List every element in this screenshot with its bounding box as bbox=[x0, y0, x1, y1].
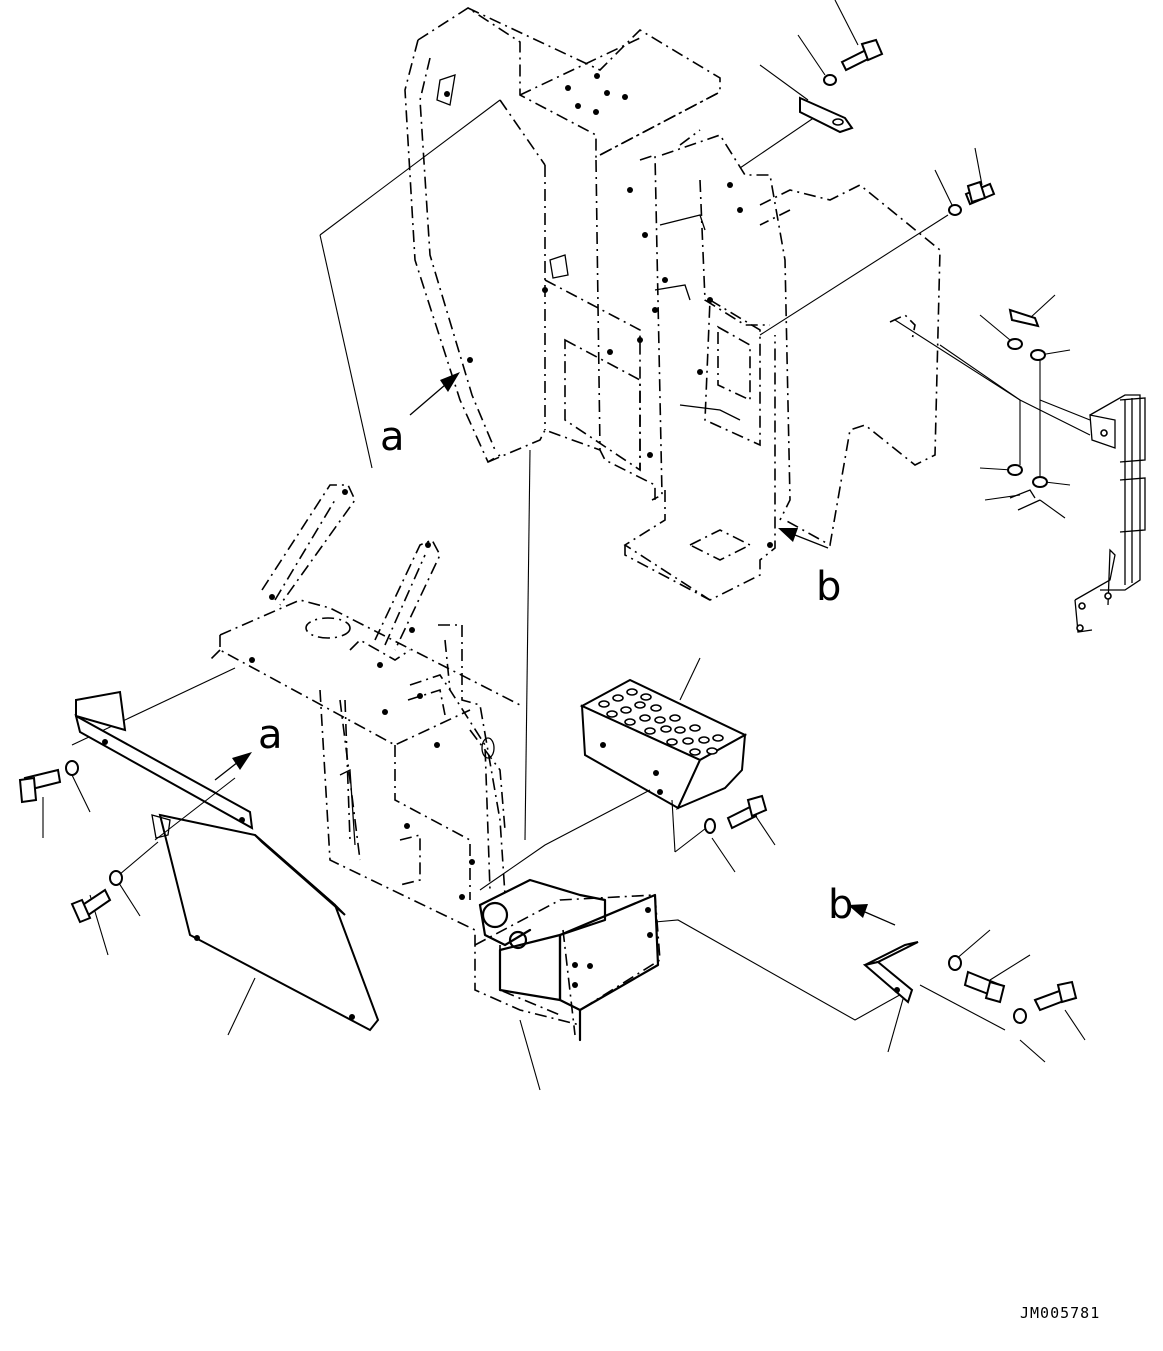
right-hinge-assembly bbox=[889, 294, 1146, 633]
step-bolt-set bbox=[671, 794, 776, 873]
reference-arrow-lower-a: a bbox=[214, 712, 283, 781]
step-plate bbox=[479, 657, 748, 891]
frame-leader bbox=[519, 1019, 541, 1091]
center-connection-leader bbox=[524, 449, 531, 841]
lower-frame-assembly bbox=[209, 484, 661, 1042]
reference-arrow-upper-a: a bbox=[380, 372, 460, 460]
reference-label-lower-b: b bbox=[828, 882, 853, 928]
upper-frame-assembly bbox=[404, 7, 941, 601]
lower-a-connection-leader bbox=[154, 777, 236, 841]
right-upper-bolt-set bbox=[759, 147, 996, 336]
reference-label-upper-b: b bbox=[816, 564, 841, 610]
left-bolt-sets bbox=[18, 760, 141, 956]
upper-a-leader bbox=[319, 99, 501, 236]
document-code: JM005781 bbox=[1020, 1304, 1100, 1322]
reference-label-upper-a: a bbox=[380, 414, 405, 460]
reference-arrow-upper-b: b bbox=[778, 528, 841, 610]
lower-right-bracket bbox=[654, 919, 1086, 1063]
top-bolt-set bbox=[739, 0, 884, 169]
left-cover-plate bbox=[71, 667, 380, 1036]
left-connection-leader bbox=[319, 234, 373, 469]
reference-label-lower-a: a bbox=[258, 712, 283, 758]
reference-arrow-lower-b: b bbox=[828, 882, 896, 928]
